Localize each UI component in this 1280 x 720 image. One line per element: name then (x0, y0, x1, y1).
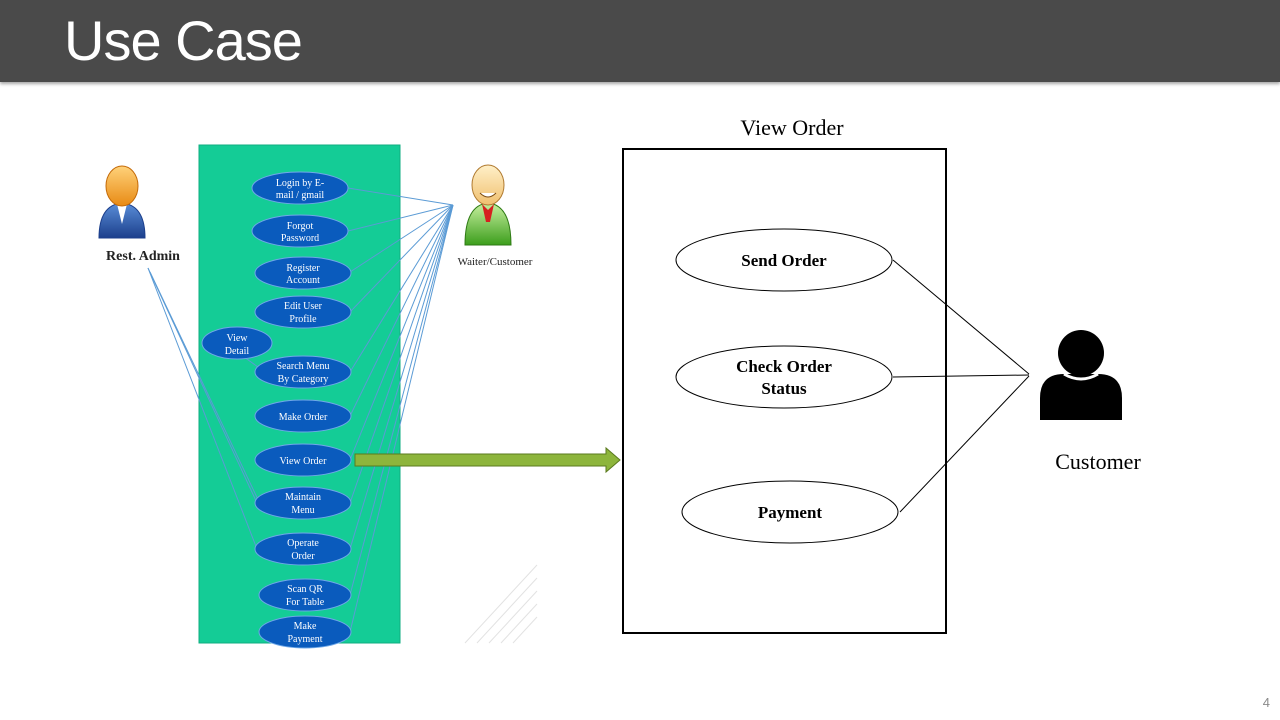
use-case-label: Account (286, 275, 320, 286)
waiter-actor-icon (464, 164, 512, 246)
use-case-label: Search Menu (276, 361, 329, 372)
use-case-view-order: View Order (254, 443, 352, 477)
use-case-send-order: Send Order (675, 228, 893, 292)
use-case-label: Operate (287, 538, 319, 549)
use-case-label: Edit User (284, 301, 323, 312)
use-case-label: Login by E- (276, 178, 324, 189)
customer-actor-label: Customer (1055, 449, 1141, 474)
use-case-view-detail: View Detail (201, 326, 273, 360)
use-case-label: Make (294, 621, 317, 632)
slide-title: Use Case (64, 9, 303, 72)
admin-actor-icon (98, 165, 146, 239)
use-case-label: Password (281, 233, 319, 244)
use-case-make-order: Make Order (254, 399, 352, 433)
customer-actor-icon (1040, 330, 1122, 420)
use-case-label: By Category (278, 374, 329, 385)
use-case-label: Register (286, 263, 320, 274)
use-case-label: Menu (291, 505, 314, 516)
use-case-label: Maintain (285, 492, 321, 503)
use-case-label: Detail (225, 346, 250, 357)
use-case-label: Status (761, 379, 807, 398)
use-case-check-order-status: Check Order Status (675, 345, 893, 409)
use-case-login: Login by E- mail / gmail (251, 171, 349, 205)
use-case-label: For Table (286, 597, 325, 608)
waiter-actor-label: Waiter/Customer (458, 256, 533, 268)
use-case-payment: Payment (681, 480, 899, 544)
admin-actor-label: Rest. Admin (106, 249, 180, 264)
system-title-right: View Order (740, 115, 844, 140)
use-case-label: Scan QR (287, 584, 323, 595)
use-case-scan-qr: Scan QR For Table (258, 578, 352, 612)
waiter-connectors (347, 187, 454, 633)
decorative-hatch (464, 564, 538, 644)
customer-connectors (892, 259, 1030, 513)
use-case-label: Profile (289, 314, 317, 325)
use-case-maintain-menu: Maintain Menu (254, 486, 352, 520)
use-case-label: Make Order (279, 412, 328, 423)
admin-connectors (147, 267, 263, 550)
use-case-label: Check Order (736, 357, 832, 376)
use-case-label: View (226, 333, 248, 344)
use-case-label: Payment (288, 634, 323, 645)
use-case-forgot-password: Forgot Password (251, 214, 349, 248)
use-case-edit-user-profile: Edit User Profile (254, 295, 352, 329)
use-case-label: Payment (758, 503, 823, 522)
use-case-make-payment: Make Payment (258, 615, 352, 649)
page-number: 4 (1262, 695, 1270, 710)
use-case-operate-order: Operate Order (254, 532, 352, 566)
use-case-label: View Order (280, 456, 328, 467)
use-case-label: mail / gmail (276, 190, 325, 201)
use-case-search-menu: Search Menu By Category (254, 355, 352, 389)
title-bar: Use Case (0, 0, 1280, 82)
use-case-label: Forgot (287, 221, 314, 232)
use-case-register-account: Register Account (254, 256, 352, 290)
use-case-label: Order (291, 551, 315, 562)
zoom-arrow (354, 446, 621, 474)
use-case-label: Send Order (741, 251, 827, 270)
